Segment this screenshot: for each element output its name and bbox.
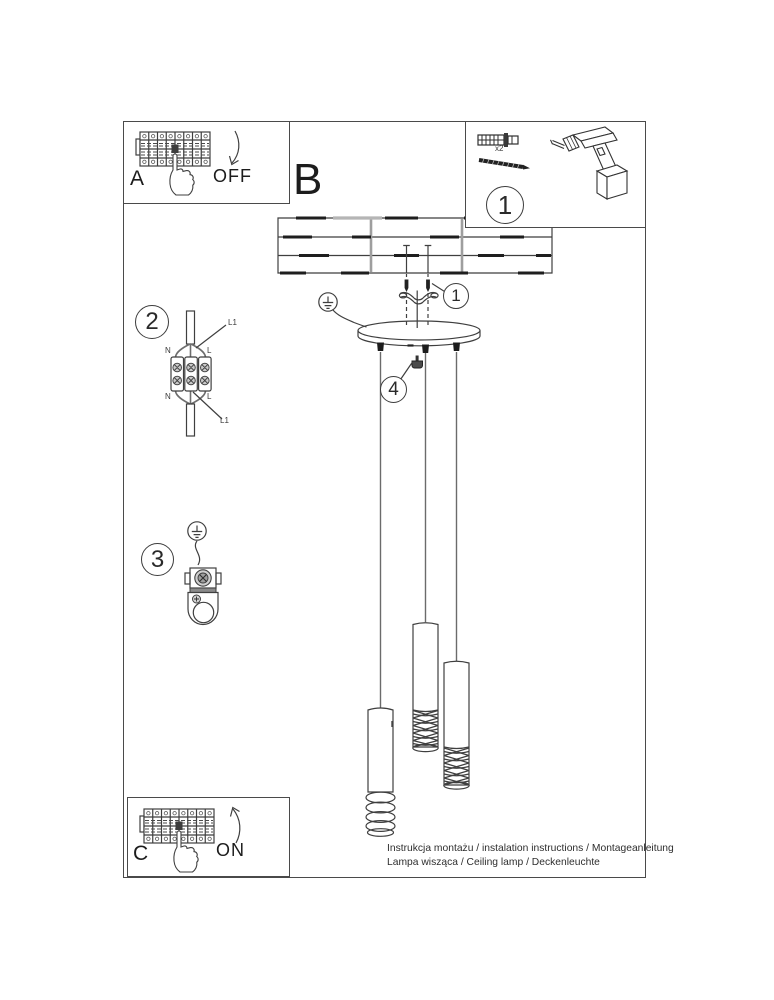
pendant-lamp-right (443, 660, 470, 790)
section-b-label: B (293, 155, 323, 204)
curved-arrow-up-icon (229, 806, 241, 844)
step-a-art (135, 130, 240, 196)
box-c-label: C (133, 842, 149, 865)
footer-line-2: Lampa wisząca / Ceiling lamp / Deckenleu… (387, 857, 600, 868)
footer-line-1: Instrukcja montażu / instalation instruc… (387, 843, 674, 854)
ground-clamp-illustration (184, 521, 222, 626)
parts-art (477, 126, 629, 200)
off-label: OFF (213, 166, 252, 186)
wire-label-l1-top: L1 (228, 318, 237, 327)
wiring-step-number: 2 (145, 308, 159, 335)
step-c-art (139, 806, 241, 873)
callout-1-pointer (431, 282, 445, 293)
wall-plug-icon (477, 133, 519, 147)
mounting-bracket-icon (398, 291, 439, 305)
grounding-step-badge: 3 (141, 543, 174, 576)
parts-step-badge: 1 (486, 186, 524, 224)
grounding-step-number: 3 (150, 545, 165, 573)
step-c-box (127, 797, 290, 877)
wire-label-l-top: L (207, 346, 212, 355)
mounting-screws (403, 244, 432, 328)
parts-step-number: 1 (497, 189, 513, 220)
parts-box (465, 121, 646, 228)
box-a-label: A (130, 167, 145, 190)
pendant-lamp-left (365, 707, 396, 837)
wire-label-n-top: N (165, 346, 171, 355)
wire-label-l-bottom: L (207, 392, 212, 401)
curved-arrow-down-icon (228, 130, 240, 166)
cable-grip-step-badge: 4 (380, 376, 407, 403)
ground-wire (332, 309, 367, 328)
screw-callout-badge: 1 (443, 283, 469, 309)
ceiling-illustration (277, 216, 553, 275)
wiring-step-badge: 2 (135, 305, 169, 339)
terminal-block-illustration (170, 310, 227, 437)
cable-grip-step-number: 4 (388, 378, 399, 400)
page-border (123, 121, 646, 878)
screw-icon (478, 158, 530, 170)
cable-lock-piece (411, 355, 423, 369)
step-a-box (123, 121, 290, 204)
anchor-quantity: x2 (495, 144, 504, 153)
wire-label-l1-bottom: L1 (220, 416, 229, 425)
drill-icon (549, 126, 629, 200)
on-label: ON (216, 840, 245, 860)
callout-4-pointer (400, 361, 413, 380)
wire-label-n-bottom: N (165, 392, 171, 401)
suspension-cables (379, 352, 458, 708)
pendant-lamp-middle (412, 622, 439, 753)
canopy-illustration (357, 320, 481, 353)
terminal-screws (172, 362, 210, 386)
screw-callout-number: 1 (451, 286, 461, 305)
